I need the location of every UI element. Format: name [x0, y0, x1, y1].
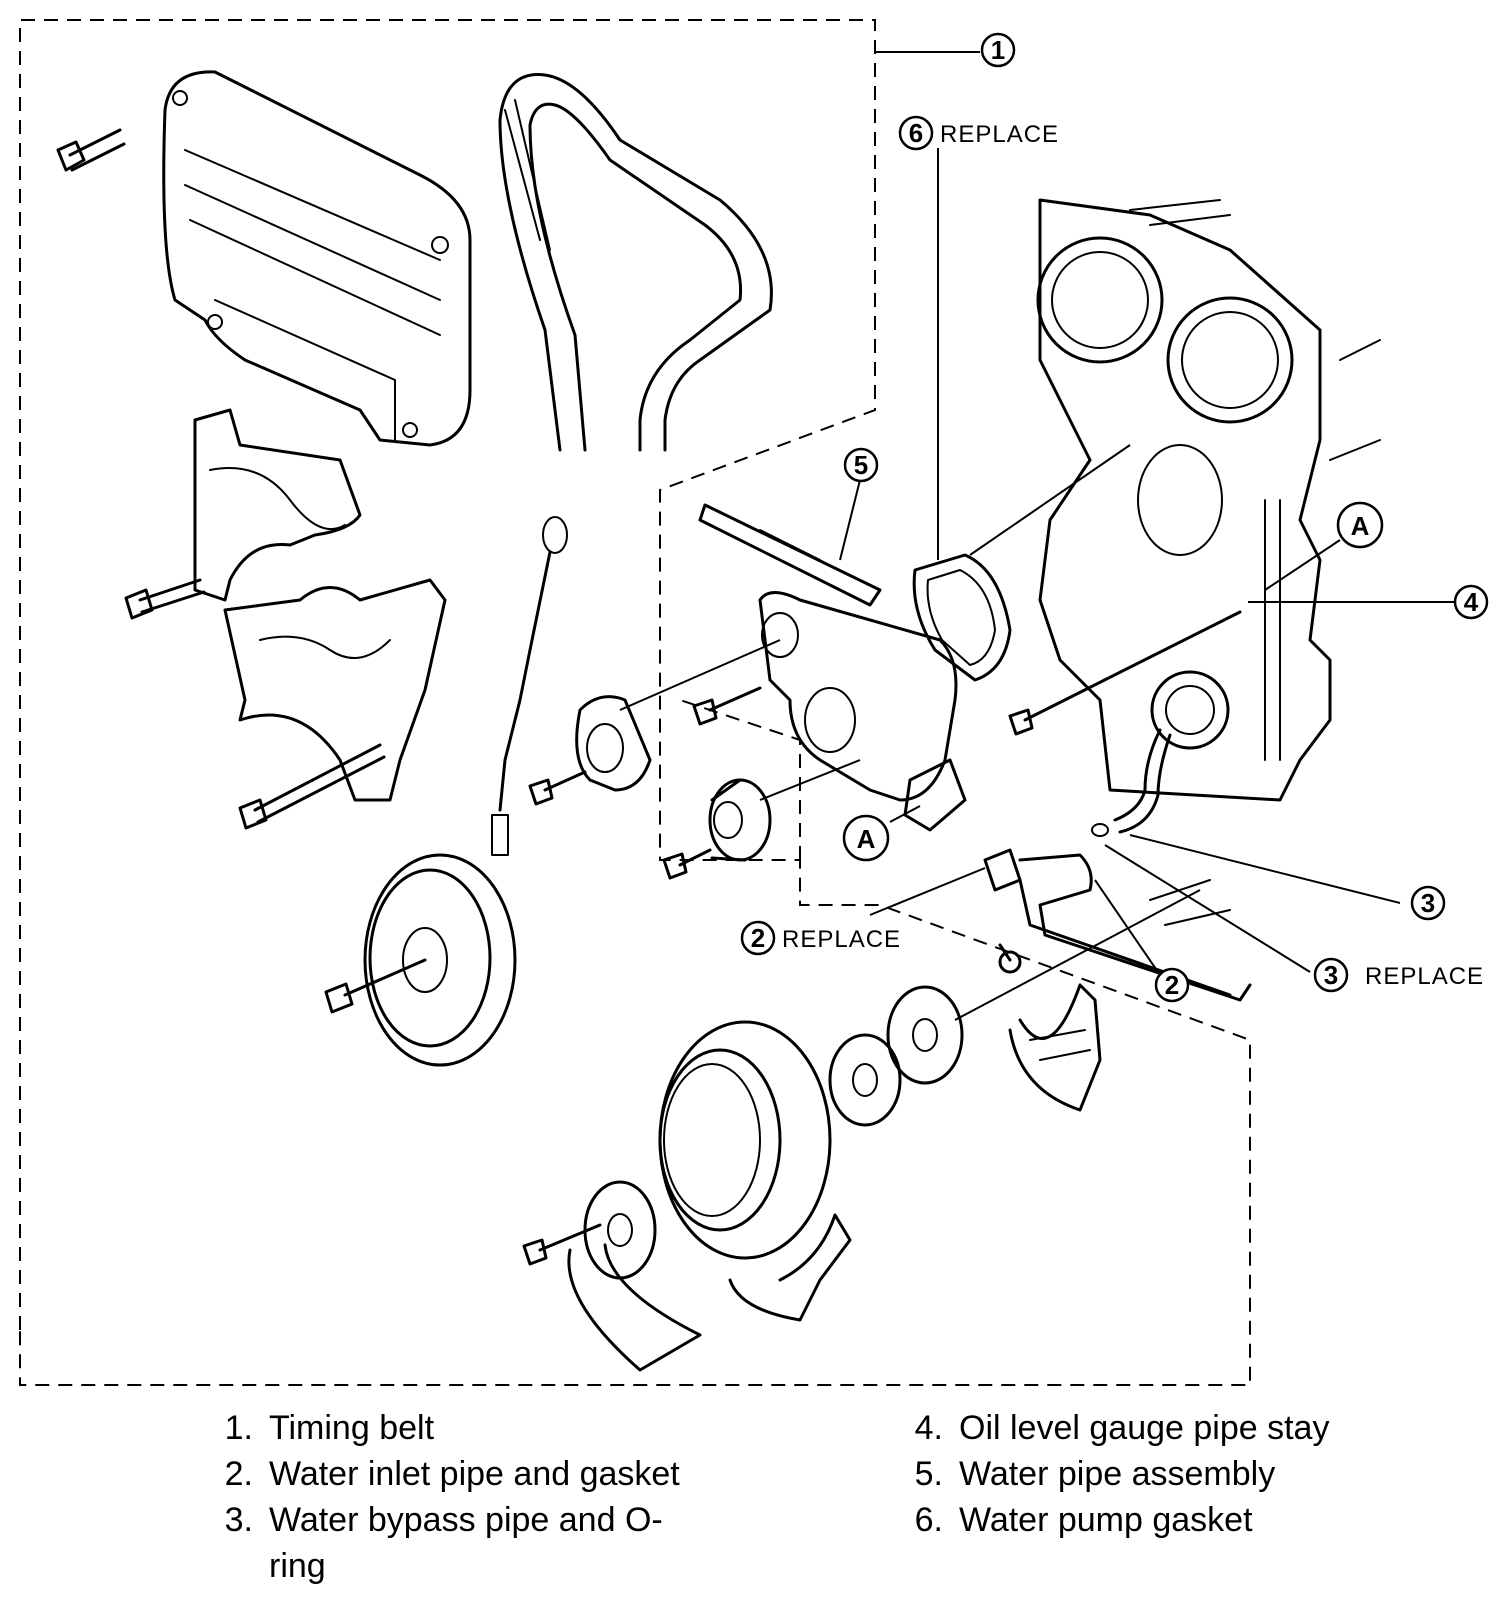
svg-text:A: A	[1351, 511, 1370, 541]
exploded-parts-diagram: 1 6 REPLACE 5 A 4 A 3 2 REPLACE 2 3 REPL…	[19, 19, 1489, 1386]
bolt-idler	[662, 848, 712, 880]
callout-5: 5	[843, 447, 879, 483]
leader-2-replace	[869, 867, 986, 916]
leader-3-upper	[1129, 834, 1401, 904]
legend-number: 1.	[224, 1409, 253, 1447]
legend-label: Timing belt	[269, 1409, 435, 1447]
water-inlet-pipe	[983, 848, 1252, 1002]
parts-legend: 1. Timing belt 2. Water inlet pipe and g…	[0, 1405, 1504, 1598]
upper-timing-belt-cover	[162, 70, 472, 447]
svg-text:1: 1	[991, 35, 1005, 65]
engine-block	[1036, 198, 1381, 802]
callout-A-left: A	[842, 814, 890, 862]
leader-A-left	[889, 805, 921, 823]
bolt-crankshaft-pulley	[324, 958, 427, 1014]
bolt-block-stay	[1008, 610, 1242, 736]
bolt-middle-cover	[124, 578, 206, 620]
replace-note-3: REPLACE	[1365, 963, 1484, 990]
idler-pulley	[708, 759, 861, 862]
bolt-lower-cover	[238, 743, 386, 830]
legend-number: 6.	[914, 1501, 943, 1539]
bolt-inlet-pipe	[998, 943, 1022, 974]
svg-text:3: 3	[1324, 960, 1338, 990]
bolt-crankshaft-timing	[522, 1223, 602, 1266]
leader-6b	[969, 444, 1131, 556]
legend-number: 3.	[224, 1501, 253, 1539]
svg-text:4: 4	[1464, 587, 1479, 617]
legend-label: Oil level gauge pipe stay	[959, 1409, 1330, 1447]
water-pump-gasket	[912, 553, 1012, 682]
crankshaft-plate-b	[886, 889, 1201, 1085]
leader-2	[1094, 879, 1161, 976]
crankshaft-plate-a	[828, 1033, 902, 1127]
oil-level-gauge	[491, 516, 568, 856]
bolt-water-pump	[692, 686, 762, 726]
water-pipe-assembly	[698, 503, 882, 607]
svg-text:6: 6	[909, 118, 923, 148]
legend-item-2: 2. Water inlet pipe and gasket	[195, 1451, 699, 1497]
belt-section-right	[1008, 983, 1102, 1112]
timing-belt	[498, 73, 773, 452]
svg-text:2: 2	[1165, 970, 1179, 1000]
crankshaft-timing-pulley	[658, 1020, 832, 1260]
callout-1: 1	[980, 32, 1016, 68]
leader-5	[839, 479, 861, 561]
water-pump	[758, 591, 967, 832]
crankshaft-pulley	[363, 853, 517, 1067]
svg-text:A: A	[857, 824, 876, 854]
bolt-tensioner	[528, 770, 587, 806]
legend-item-4: 4. Oil level gauge pipe stay	[885, 1405, 1389, 1451]
legend-label: Water pipe assembly	[959, 1455, 1276, 1493]
belt-section-lower	[567, 1213, 852, 1372]
replace-note-6: REPLACE	[940, 121, 1059, 148]
svg-text:5: 5	[854, 450, 868, 480]
legend-right-column: 4. Oil level gauge pipe stay 5. Water pi…	[885, 1405, 1389, 1543]
lower-timing-belt-cover	[223, 578, 447, 802]
legend-item-6: 6. Water pump gasket	[885, 1497, 1389, 1543]
callout-4: 4	[1453, 584, 1489, 620]
water-bypass-pipe	[1091, 728, 1172, 837]
legend-item-3: 3. Water bypass pipe and O-ring	[195, 1497, 699, 1589]
callout-A-right: A	[1336, 501, 1384, 549]
legend-number: 5.	[914, 1455, 943, 1493]
legend-label: Water bypass pipe and O-ring	[269, 1501, 663, 1585]
legend-left-column: 1. Timing belt 2. Water inlet pipe and g…	[195, 1405, 699, 1589]
legend-item-5: 5. Water pipe assembly	[885, 1451, 1389, 1497]
legend-number: 4.	[914, 1409, 943, 1447]
timing-belt-tensioner	[575, 639, 781, 792]
replace-note-2: REPLACE	[782, 926, 901, 953]
callout-3-replace: 3 REPLACE	[1313, 957, 1484, 993]
crankshaft-plate-c	[583, 1180, 657, 1280]
legend-number: 2.	[224, 1455, 253, 1493]
callout-2-replace: 2 REPLACE	[740, 920, 901, 956]
callout-3-upper: 3	[1410, 885, 1446, 921]
middle-timing-belt-cover	[193, 408, 362, 602]
bolt-upper-cover	[56, 128, 126, 172]
leader-3-replace	[1104, 844, 1311, 973]
legend-item-1: 1. Timing belt	[195, 1405, 699, 1451]
legend-label: Water pump gasket	[959, 1501, 1253, 1539]
svg-text:2: 2	[751, 923, 765, 953]
callout-2: 2	[1154, 967, 1190, 1003]
leader-A-right	[1264, 539, 1341, 591]
legend-label: Water inlet pipe and gasket	[269, 1455, 680, 1493]
svg-text:3: 3	[1421, 888, 1435, 918]
callout-6: 6 REPLACE	[898, 115, 1059, 151]
